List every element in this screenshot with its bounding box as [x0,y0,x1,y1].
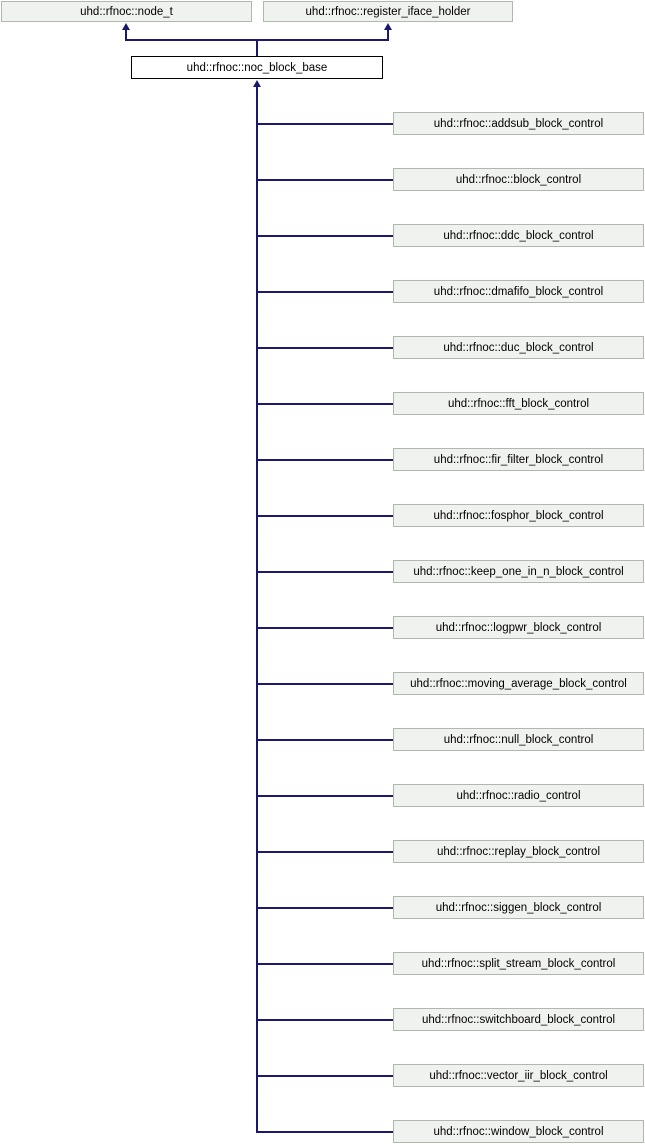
inheritance-edge [257,179,393,181]
inheritance-edge [257,1075,393,1077]
class-node[interactable]: uhd::rfnoc::null_block_control [393,728,644,751]
inheritance-edge [257,795,393,797]
class-node[interactable]: uhd::rfnoc::dmafifo_block_control [393,280,644,303]
inheritance-edge [257,571,393,573]
class-node-register-iface-holder[interactable]: uhd::rfnoc::register_iface_holder [263,1,513,22]
class-node[interactable]: uhd::rfnoc::fir_filter_block_control [393,448,644,471]
inheritance-edge [257,403,393,405]
class-node[interactable]: uhd::rfnoc::siggen_block_control [393,896,644,919]
inheritance-trunk-edge [256,86,258,1133]
class-node[interactable]: uhd::rfnoc::keep_one_in_n_block_control [393,560,644,583]
inheritance-edge [257,459,393,461]
class-node[interactable]: uhd::rfnoc::switchboard_block_control [393,1008,644,1031]
arrow-up-icon [122,23,130,30]
class-node[interactable]: uhd::rfnoc::logpwr_block_control [393,616,644,639]
class-node[interactable]: uhd::rfnoc::addsub_block_control [393,112,644,135]
class-node[interactable]: uhd::rfnoc::replay_block_control [393,840,644,863]
inheritance-edge [257,291,393,293]
class-node[interactable]: uhd::rfnoc::block_control [393,168,644,191]
inheritance-edge [257,739,393,741]
class-node-noc-block-base: uhd::rfnoc::noc_block_base [131,56,383,79]
class-node[interactable]: uhd::rfnoc::duc_block_control [393,336,644,359]
inheritance-edge [257,515,393,517]
inheritance-edge [257,347,393,349]
inheritance-edge [257,627,393,629]
class-node[interactable]: uhd::rfnoc::window_block_control [393,1120,644,1143]
class-node[interactable]: uhd::rfnoc::vector_iir_block_control [393,1064,644,1087]
inheritance-edge [387,28,389,41]
inheritance-edge [125,28,127,41]
inheritance-edge [257,235,393,237]
inheritance-edge [257,1131,393,1133]
class-node[interactable]: uhd::rfnoc::moving_average_block_control [393,672,644,695]
inheritance-edge [256,39,258,56]
inheritance-edge [257,1019,393,1021]
class-node[interactable]: uhd::rfnoc::radio_control [393,784,644,807]
inheritance-edge [257,683,393,685]
class-node[interactable]: uhd::rfnoc::fosphor_block_control [393,504,644,527]
class-node-node-t[interactable]: uhd::rfnoc::node_t [1,1,252,22]
arrow-up-icon [253,80,261,87]
class-node[interactable]: uhd::rfnoc::ddc_block_control [393,224,644,247]
inheritance-edge [257,851,393,853]
inheritance-edge [257,963,393,965]
inheritance-edge [257,123,393,125]
inheritance-edge [257,907,393,909]
class-node[interactable]: uhd::rfnoc::split_stream_block_control [393,952,644,975]
class-node[interactable]: uhd::rfnoc::fft_block_control [393,392,644,415]
arrow-up-icon [384,23,392,30]
